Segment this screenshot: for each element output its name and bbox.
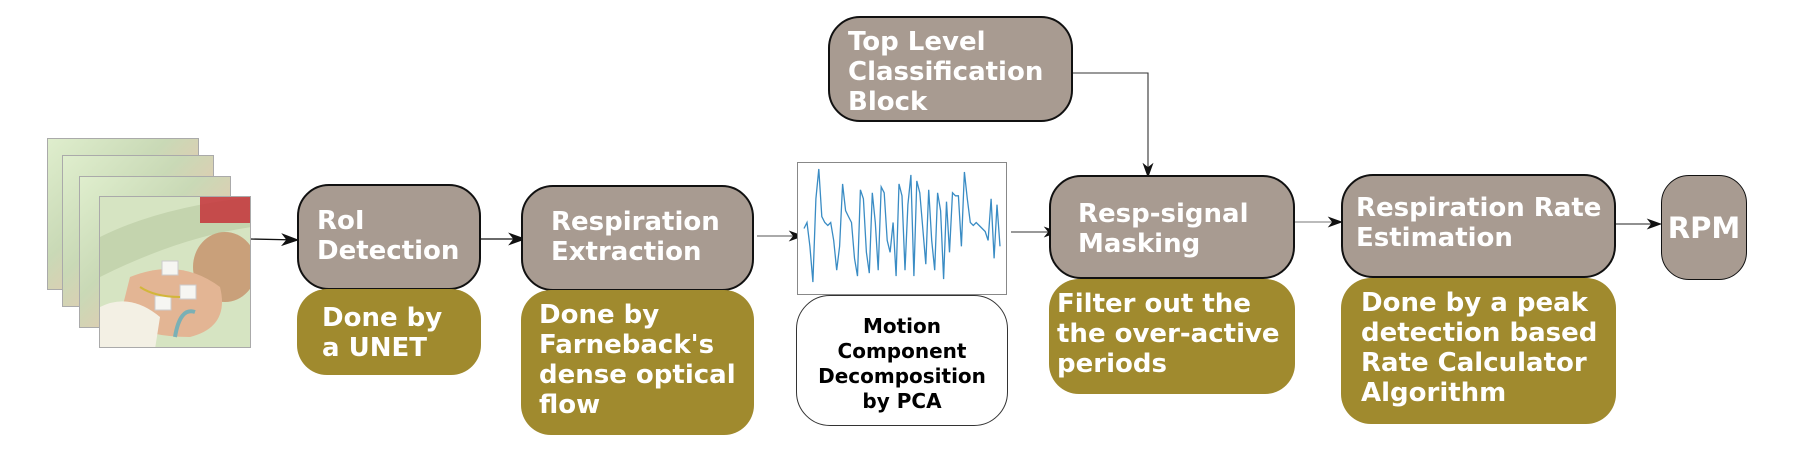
arrow-frames-to-roi: [249, 233, 300, 247]
rpm-output-title: RPM: [1667, 210, 1741, 245]
top-level-classification-title: Top Level Classification Block: [848, 27, 1044, 117]
infant-image: [100, 197, 250, 347]
top-level-classification-block: Top Level Classification Block: [828, 16, 1073, 122]
video-frame-infant: [99, 196, 251, 348]
roi-detection-block: RoI Detection: [297, 184, 481, 290]
respiration-rate-estimation-block: Respiration Rate Estimation: [1341, 174, 1616, 278]
resp-signal-masking-block: Resp-signal Masking: [1049, 175, 1295, 279]
respiration-rate-estimation-title: Respiration Rate Estimation: [1356, 193, 1602, 253]
pca-title: Motion Component Decomposition by PCA: [818, 314, 986, 413]
respiration-extraction-block: Respiration Extraction: [521, 185, 754, 291]
video-frames-stack: [47, 138, 253, 350]
respiration-rate-estimation-note: Done by a peak detection based Rate Calc…: [1341, 278, 1616, 424]
resp-signal-masking-note-text: Filter out the the over-active periods: [1057, 289, 1280, 379]
roi-detection-note-text: Done by a UNET: [322, 303, 443, 363]
rpm-output-block: RPM: [1661, 175, 1747, 280]
pca-signal-plot: [797, 162, 1007, 295]
respiration-extraction-note: Done by Farneback's dense optical flow: [521, 290, 754, 435]
roi-detection-title: RoI Detection: [317, 206, 460, 266]
respiration-extraction-note-text: Done by Farneback's dense optical flow: [539, 300, 736, 420]
arrow-toplevel-to-masking: [1068, 72, 1154, 179]
resp-signal-masking-note: Filter out the the over-active periods: [1049, 279, 1295, 394]
roi-detection-note: Done by a UNET: [297, 289, 481, 375]
signal-waveform: [803, 168, 1001, 283]
pca-block: Motion Component Decomposition by PCA: [796, 295, 1008, 426]
respiration-extraction-title: Respiration Extraction: [551, 207, 720, 267]
respiration-rate-estimation-note-text: Done by a peak detection based Rate Calc…: [1361, 288, 1598, 408]
signal-line: [803, 168, 1001, 283]
resp-signal-masking-title: Resp-signal Masking: [1078, 199, 1249, 259]
